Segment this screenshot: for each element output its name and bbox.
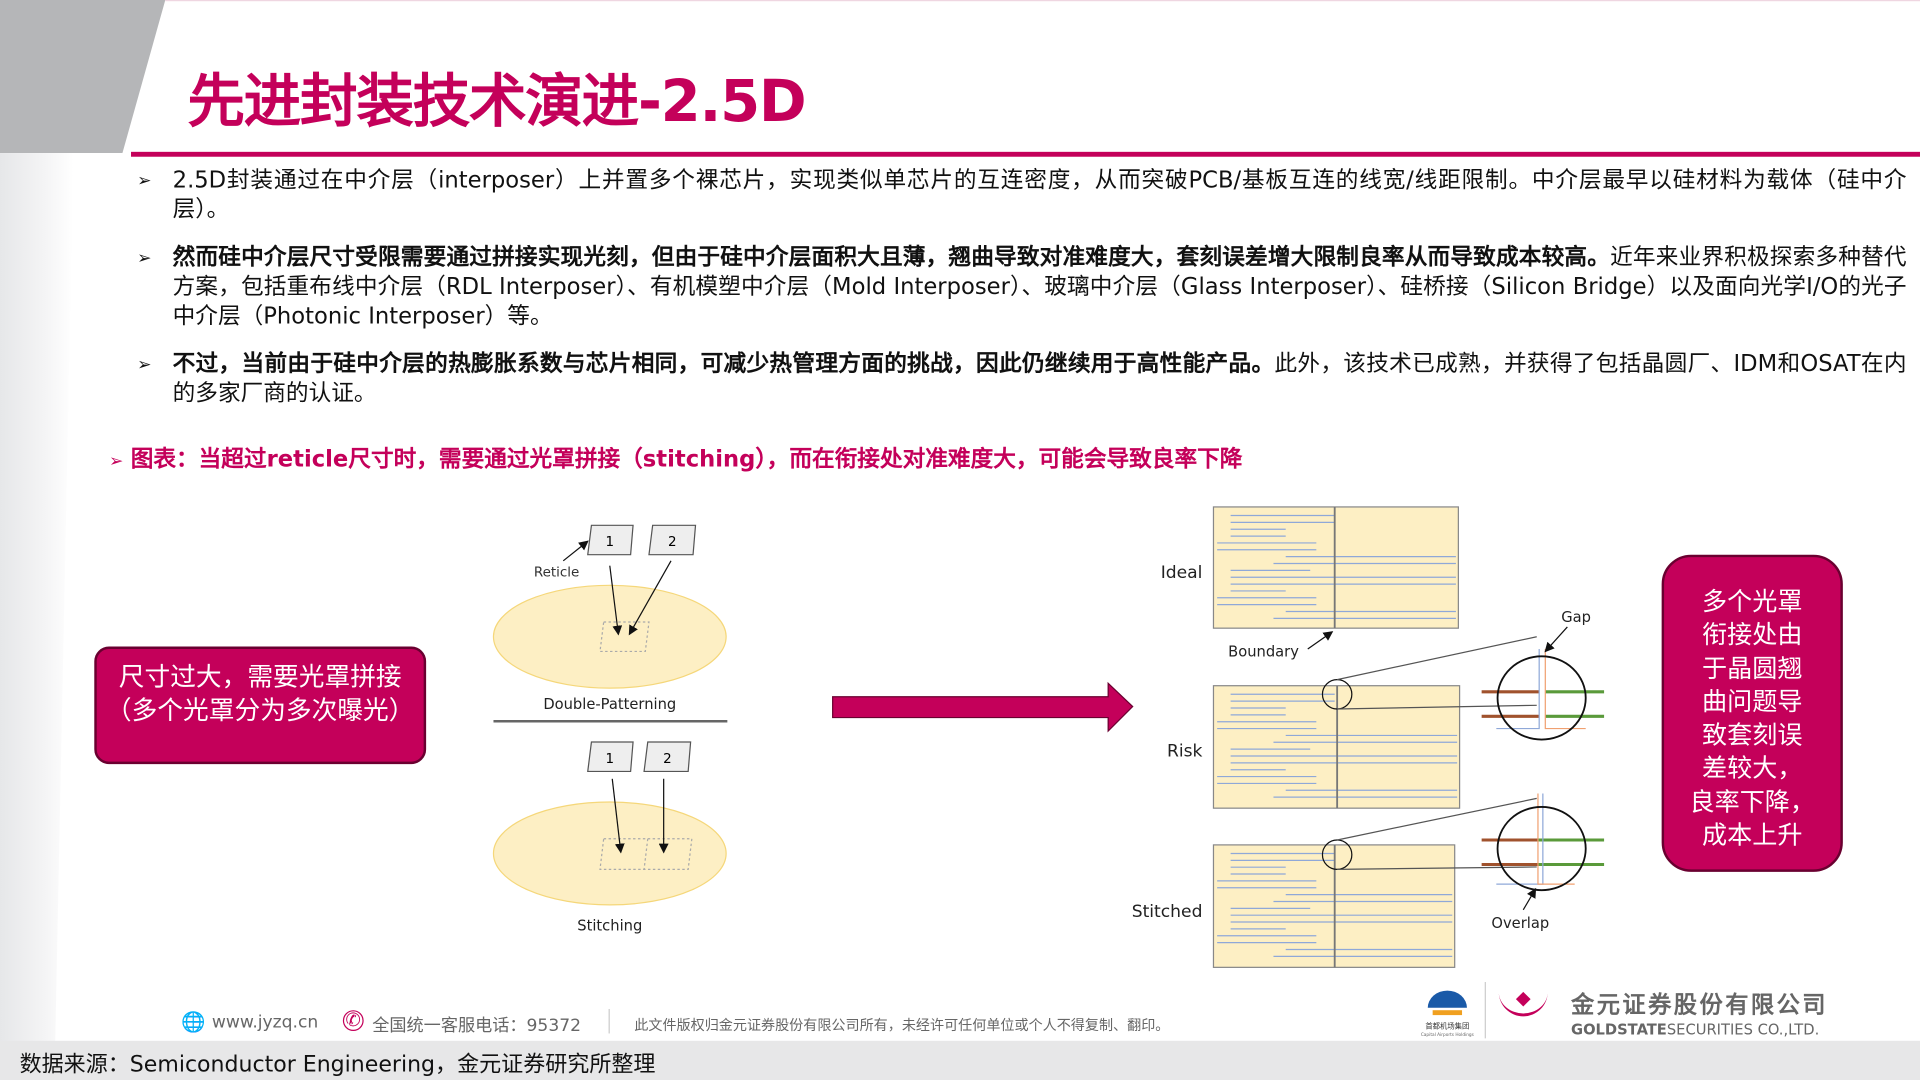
airport-en: Capital Airports Holdings <box>1421 1032 1475 1038</box>
callout-line: 曲问题导 <box>1702 686 1803 717</box>
zoom-line <box>1337 636 1537 681</box>
callout-line: 于晶圆翘 <box>1702 653 1803 683</box>
page-title: 先进封装技术演进-2.5D <box>187 68 806 136</box>
title-divider <box>131 151 1920 157</box>
website-link[interactable]: www.jyzq.cn <box>211 1012 319 1033</box>
goldstate-logo-icon <box>1498 991 1548 1017</box>
big-arrow-icon <box>832 681 1134 733</box>
footer-divider <box>608 1008 610 1034</box>
callout-line: 良率下降， <box>1689 787 1816 817</box>
phone-icon: ✆ <box>342 1010 364 1032</box>
capital-airports-logo: 首都机场集团 Capital Airports Holdings <box>1421 990 1475 1038</box>
airport-cn: 首都机场集团 <box>1425 1022 1469 1031</box>
globe-icon: 🌐 <box>181 1010 206 1034</box>
reticle-2-label: 2 <box>663 752 672 767</box>
gap-pointer <box>1544 626 1568 653</box>
risk-label: Risk <box>1167 742 1203 762</box>
stitched-field <box>599 838 693 871</box>
reticle-1 <box>587 741 634 773</box>
callout-line: 多个光罩 <box>1702 586 1803 616</box>
reticle-2 <box>643 741 692 773</box>
source-bar: 数据来源：Semiconductor Engineering，金元证券研究所整理 <box>0 1040 1920 1080</box>
bullet-2: ➢ 然而硅中介层尺寸受限需要通过拼接实现光刻，但由于硅中介层面积大且薄，翘曲导致… <box>137 244 1906 332</box>
ideal-label: Ideal <box>1161 563 1203 583</box>
boundary-label: Boundary <box>1228 643 1299 660</box>
zoom-line <box>1337 704 1537 710</box>
corner-decoration <box>0 0 166 154</box>
caption-arrow-icon: ➢ <box>108 451 124 472</box>
bullet-arrow-icon: ➢ <box>137 248 152 269</box>
callout-line: 差较大， <box>1702 753 1803 784</box>
bullet-text: 此外，该技术已成熟，并获得了包括晶圆厂、IDM和OSAT在内的多家厂商的认证。 <box>172 351 1907 407</box>
reticle-field <box>1212 506 1459 629</box>
zoom-line <box>1337 797 1537 841</box>
copyright: 此文件版权归金元证券股份有限公司所有，未经许可任何单位或个人不得复制、翻印。 <box>634 1016 1170 1034</box>
reticle-diagram: 1 2 Reticle Double-Patterning 1 2 Stitch… <box>492 524 728 935</box>
bullet-text: 2.5D封装通过在中介层（interposer）上并置多个裸芯片，实现类似单芯片… <box>172 167 1907 223</box>
callout-line: 致套刻误 <box>1702 720 1803 750</box>
company-name-cn: 金元证券股份有限公司 <box>1570 992 1828 1019</box>
top-rule <box>165 0 1920 2</box>
exposure-arrow <box>609 565 623 636</box>
stitching-label: Stitching <box>577 918 642 935</box>
callout-line: 衔接处由 <box>1702 619 1803 650</box>
overlap-pointer <box>1522 887 1537 911</box>
callout-line: 成本上升 <box>1702 820 1803 850</box>
stitched-label: Stitched <box>1132 902 1203 922</box>
caption-text: 图表：当超过reticle尺寸时，需要通过光罩拼接（stitching），而在衔… <box>130 446 1243 473</box>
double-patterning-label: Double-Patterning <box>543 696 676 713</box>
logos: 首都机场集团 Capital Airports Holdings 金元证券股份有… <box>1421 982 1828 1039</box>
reticle-2-label: 2 <box>668 535 677 550</box>
overlap-label: Overlap <box>1491 915 1549 932</box>
gap-detail <box>1481 648 1605 741</box>
bullet-arrow-icon: ➢ <box>137 355 152 375</box>
exposure-arrow <box>628 560 672 636</box>
exposure-arrow <box>611 778 625 854</box>
reticle-2 <box>648 524 697 556</box>
bullet-3: ➢ 不过，当前由于硅中介层的热膨胀系数与芯片相同，可减少热管理方面的挑战，因此仍… <box>137 350 1906 409</box>
source-note: 数据来源：Semiconductor Engineering，金元证券研究所整理 <box>19 1051 656 1078</box>
wafer-stitching <box>492 801 727 906</box>
exposure-field <box>599 621 650 653</box>
reticle-1-label: 1 <box>606 752 615 767</box>
overlap-detail <box>1481 793 1605 892</box>
bullet-bold: 然而硅中介层尺寸受限需要通过拼接实现光刻，但由于硅中介层面积大且薄，翘曲导致对准… <box>172 244 1611 271</box>
reticle-pointer <box>562 540 589 562</box>
bullet-arrow-icon: ➢ <box>137 171 152 192</box>
boundary-pointer <box>1307 631 1334 650</box>
zoom-line <box>1337 866 1537 871</box>
figure-caption: ➢ 图表：当超过reticle尺寸时，需要通过光罩拼接（stitching），而在… <box>109 442 1242 474</box>
reticle-1-label: 1 <box>606 535 615 550</box>
bullet-bold: 不过，当前由于硅中介层的热膨胀系数与芯片相同，可减少热管理方面的挑战，因此仍继续… <box>172 351 1275 378</box>
right-callout: 多个光罩 衔接处由 于晶圆翘 曲问题导 致套刻误 差较大， 良率下降， 成本上升 <box>1661 554 1843 872</box>
wafer-double-patterning <box>492 584 727 689</box>
bullet-text: 近年来业界积极探索多种替代方案，包括重布线中介层（RDL Interposer）… <box>172 244 1907 330</box>
company-name-en: GOLDSTATESECURITIES CO.,LTD. <box>1571 1022 1819 1039</box>
gap-label: Gap <box>1561 609 1591 626</box>
stitch-risk-diagram: Ideal Risk Stitched Boundary Gap <box>1132 506 1605 968</box>
left-margin-shade <box>0 153 74 1047</box>
bullet-1: ➢ 2.5D封装通过在中介层（interposer）上并置多个裸芯片，实现类似单… <box>137 167 1906 226</box>
reticle-label: Reticle <box>534 566 579 581</box>
hotline: 全国统一客服电话：95372 <box>372 1016 582 1036</box>
reticle-1 <box>587 524 634 556</box>
left-callout: 尺寸过大，需要光罩拼接（多个光罩分为多次曝光） <box>94 646 427 765</box>
